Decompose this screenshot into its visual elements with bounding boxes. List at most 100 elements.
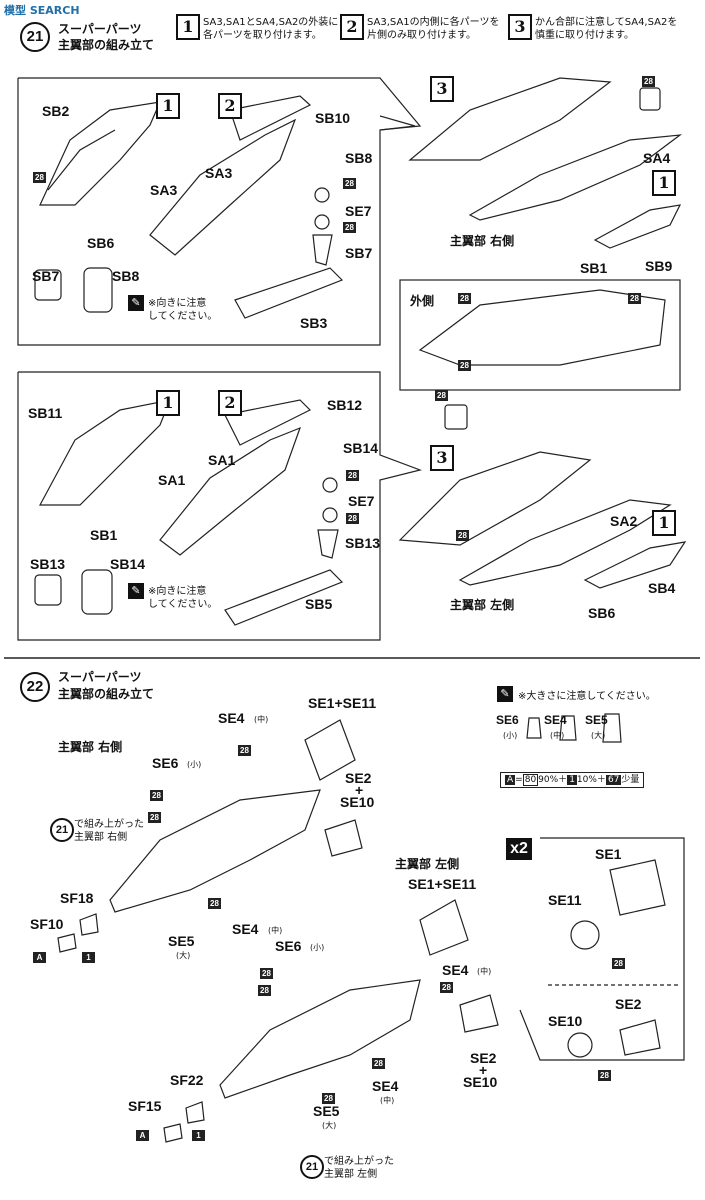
paint-28-badge: 28	[612, 958, 625, 969]
lw-caution-line2: してください。	[148, 599, 218, 610]
rw-step3-marker: 3	[430, 76, 454, 102]
paint-28-badge: 28	[346, 470, 359, 481]
paint-28-badge: 28	[458, 360, 471, 371]
rw-step1-marker: 1	[156, 93, 180, 119]
paint-28-badge: 28	[440, 982, 453, 993]
paint-28-badge: 28	[372, 1058, 385, 1069]
s22l-se4-bot-size: (中)	[380, 1096, 395, 1105]
lw-step1-marker-b: 1	[652, 510, 676, 536]
rw-step1-marker-b: 1	[652, 170, 676, 196]
s22r-sf10: SF10	[30, 916, 64, 932]
s22r-se6-size: (小)	[187, 760, 202, 769]
ref-step-21-right: 21	[50, 818, 74, 842]
legend-se4: SE4	[544, 713, 567, 727]
instruction-3-text-line1: かん合部に注意してSA4,SA2を	[535, 17, 678, 28]
paint-28-badge: 28	[628, 293, 641, 304]
legend-se6: SE6	[496, 713, 519, 727]
step21-title-line1: スーパーパーツ	[58, 22, 142, 36]
paint-28-badge: 28	[322, 1093, 335, 1104]
lw-caution-line1: ※向きに注意	[148, 586, 207, 597]
s22l-se2: SE2	[470, 1050, 497, 1066]
s22r-se2: SE2	[345, 770, 372, 786]
detail-se11: SE11	[548, 892, 582, 908]
s22l-se5: SE5	[313, 1103, 340, 1119]
s22r-se4-bot-size: (中)	[268, 926, 283, 935]
part-sb3: SB3	[300, 315, 328, 331]
paint-28-badge: 28	[458, 293, 471, 304]
s22r-se4-top: SE4	[218, 710, 245, 726]
s22r-sf18: SF18	[60, 890, 94, 906]
multiplier-badge: x2	[506, 838, 532, 860]
part-sb7: SB7	[345, 245, 373, 261]
rw-caution-line1: ※向きに注意	[148, 298, 207, 309]
s22r-se4-bot: SE4	[232, 921, 259, 937]
color-a-badge: A	[136, 1130, 149, 1141]
color-67-badge: 67	[605, 775, 622, 785]
s22l-plus: +	[479, 1062, 488, 1078]
paint-28-badge: 28	[598, 1070, 611, 1081]
instruction-1-text-line2: 各パーツを取り付けます。	[203, 30, 322, 41]
color-80-badge: 80	[522, 774, 539, 786]
part-sb14-legend: SB14	[110, 556, 146, 572]
part-sb4: SB4	[648, 580, 676, 596]
s22l-sf15: SF15	[128, 1098, 162, 1114]
part-se7-l: SE7	[348, 493, 375, 509]
part-sb13-legend: SB13	[30, 556, 66, 572]
s22l-se4-bot: SE4	[372, 1078, 399, 1094]
paint-28-badge: 28	[208, 898, 221, 909]
step-21-number: 21	[20, 22, 50, 52]
detail-se2: SE2	[615, 996, 642, 1012]
part-sb9: SB9	[645, 258, 673, 274]
paint-28-badge: 28	[456, 530, 469, 541]
paint-28-badge: 28	[150, 790, 163, 801]
watermark-text: 模型 SEARCH	[4, 4, 80, 17]
rw-caution-line2: してください。	[148, 311, 218, 322]
part-sb13: SB13	[345, 535, 381, 551]
part-sb12: SB12	[327, 397, 363, 413]
paint-28-badge: 28	[260, 968, 273, 979]
s22l-se6: SE6	[275, 938, 302, 954]
s22l-se10: SE10	[463, 1074, 498, 1090]
part-sb6: SB6	[87, 235, 115, 251]
ref-step-21-left: 21	[300, 1155, 324, 1179]
s22l-sf22: SF22	[170, 1072, 204, 1088]
right-wing-label: 主翼部 右側	[450, 234, 515, 248]
color-1-badge: 1	[82, 952, 95, 963]
ref-text-right-line1: で組み上がった	[74, 819, 144, 830]
legend-se5: SE5	[585, 713, 608, 727]
paint-28-badge: 28	[148, 812, 161, 823]
color-1-badge: 1	[192, 1130, 205, 1141]
caution-icon: ✎	[128, 583, 144, 599]
paint-28-badge: 28	[435, 390, 448, 401]
s22l-se6-size: (小)	[310, 943, 325, 952]
s22-right-wing-label: 主翼部 右側	[58, 740, 123, 754]
s22l-se1-se11: SE1+SE11	[408, 876, 477, 892]
part-sa3-b: SA3	[205, 165, 233, 181]
paint-28-badge: 28	[343, 178, 356, 189]
detail-se10: SE10	[548, 1013, 583, 1029]
part-sb11: SB11	[28, 405, 63, 421]
s22l-se4: SE4	[442, 962, 469, 978]
s22l-se4-size: (中)	[477, 967, 492, 976]
part-sa4: SA4	[643, 150, 671, 166]
ref-text-left-line2: 主翼部 左側	[324, 1169, 378, 1180]
s22-left-wing-label: 主翼部 左側	[395, 857, 460, 871]
part-sb8-legend: SB8	[112, 268, 140, 284]
part-se7: SE7	[345, 203, 372, 219]
part-sb5: SB5	[305, 596, 333, 612]
step-22-number: 22	[20, 672, 50, 702]
left-wing-label: 主翼部 左側	[450, 598, 515, 612]
legend-se6-size: (小)	[503, 731, 518, 740]
part-sa3: SA3	[150, 182, 178, 198]
color-a-badge: A	[505, 775, 516, 785]
instruction-2-text-line1: SA3,SA1の内側に各パーツを	[367, 17, 500, 28]
s22r-se4-top-size: (中)	[254, 715, 269, 724]
paint-28-badge: 28	[33, 172, 46, 183]
instruction-2-text-line2: 片側のみ取り付けます。	[367, 30, 476, 41]
s22r-se6: SE6	[152, 755, 179, 771]
part-sb2: SB2	[42, 103, 70, 119]
part-sa1: SA1	[158, 472, 186, 488]
lw-step3-marker: 3	[430, 445, 454, 471]
